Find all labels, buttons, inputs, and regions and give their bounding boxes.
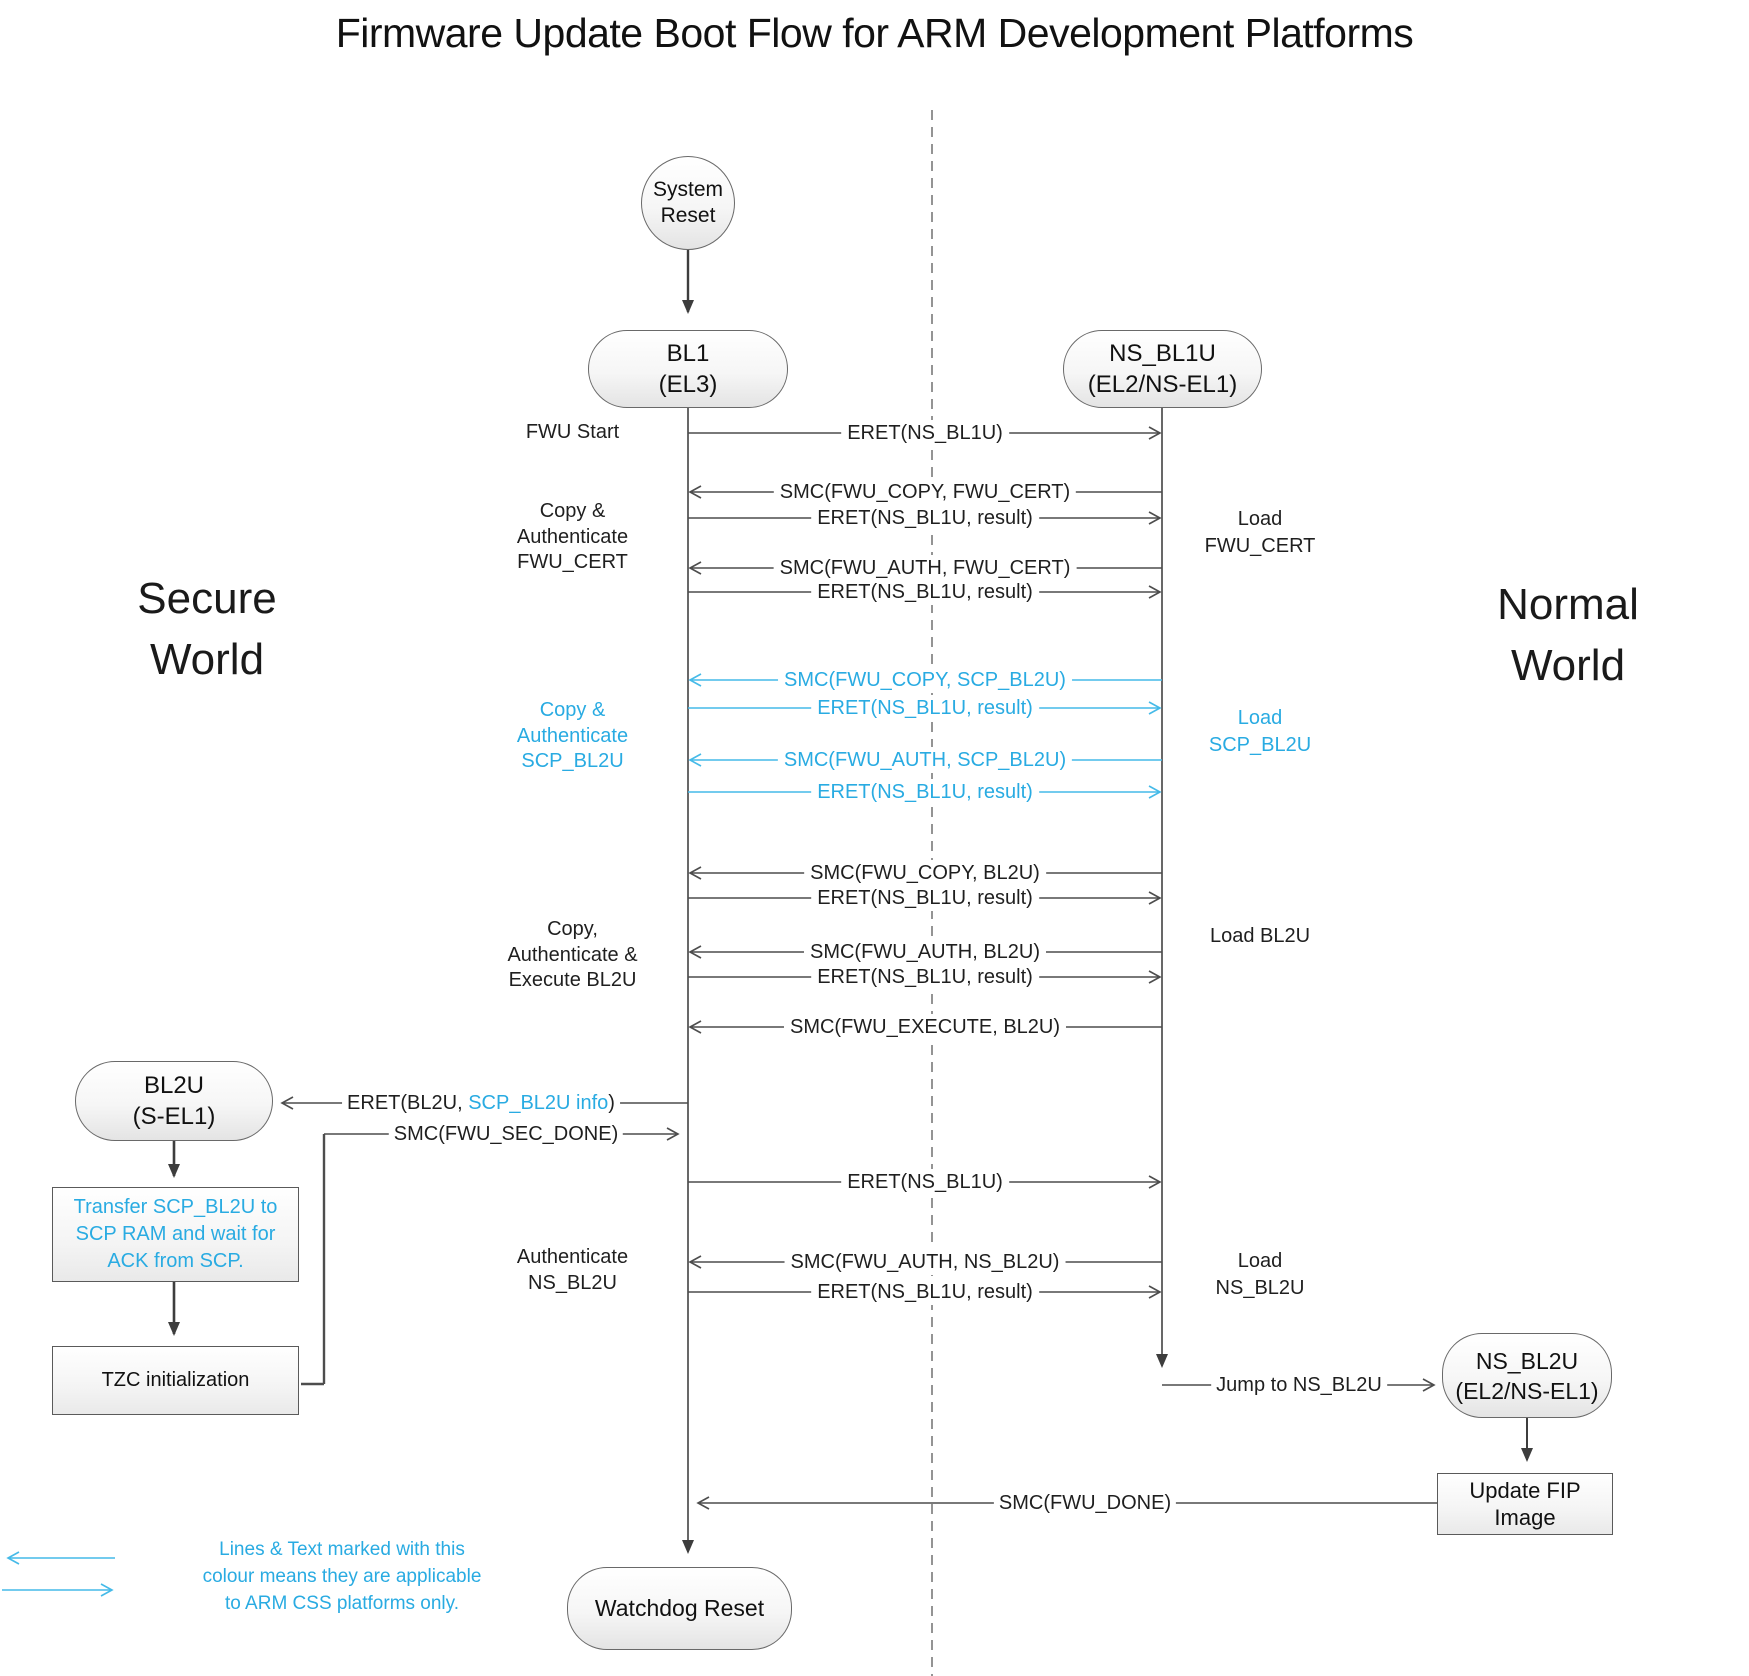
message-label: ERET(NS_BL1U, result) [811, 779, 1039, 805]
legend-text: Lines & Text marked with this colour mea… [202, 1539, 482, 1614]
load-label-bl2u: Load BL2U [1209, 925, 1311, 947]
message-label: SMC(FWU_COPY, BL2U) [804, 860, 1046, 886]
message-label: ERET(NS_BL1U, result) [811, 505, 1039, 531]
load-label-ns-bl2u: Load NS_BL2U [1215, 1250, 1305, 1299]
message-label: ERET(NS_BL1U, result) [811, 885, 1039, 911]
eret-bl2u-label: ERET(BL2U, SCP_BL2U info) [342, 1090, 620, 1116]
stage-label-copy-auth-exec-bl2u: Copy, Authenticate & Execute BL2U [507, 918, 638, 991]
bl1-node: BL1 (EL3) [588, 330, 788, 408]
normal-world-label: Normal World [1497, 580, 1639, 690]
message-label: ERET(NS_BL1U) [841, 1169, 1009, 1195]
message-label: SMC(FWU_AUTH, NS_BL2U) [784, 1249, 1066, 1275]
tzc-init-box: TZC initialization [52, 1346, 299, 1415]
message-label: ERET(NS_BL1U) [841, 420, 1009, 446]
message-label: ERET(NS_BL1U, result) [811, 695, 1039, 721]
message-label: ERET(NS_BL1U, result) [811, 1279, 1039, 1305]
message-label: SMC(FWU_EXECUTE, BL2U) [783, 1014, 1067, 1040]
stage-label-copy-auth-scp-bl2u: Copy & Authenticate SCP_BL2U [516, 699, 629, 772]
smc-sec-done-label: SMC(FWU_SEC_DONE) [388, 1121, 624, 1147]
stage-label-copy-auth-fwu-cert: Copy & Authenticate FWU_CERT [516, 500, 629, 573]
message-label: SMC(FWU_AUTH, SCP_BL2U) [777, 747, 1073, 773]
stage-label-fwu-start: FWU Start [525, 421, 620, 443]
message-label: SMC(FWU_AUTH, BL2U) [803, 939, 1047, 965]
message-label: SMC(FWU_AUTH, FWU_CERT) [773, 555, 1077, 581]
watchdog-reset-node: Watchdog Reset [567, 1567, 792, 1650]
ns-bl1u-node: NS_BL1U (EL2/NS-EL1) [1063, 330, 1262, 408]
load-label-scp-bl2u: Load SCP_BL2U [1208, 707, 1312, 756]
stage-label-auth-ns-bl2u: Authenticate NS_BL2U [516, 1246, 629, 1294]
ns-bl2u-node: NS_BL2U (EL2/NS-EL1) [1442, 1333, 1612, 1418]
load-label-fwu-cert: Load FWU_CERT [1204, 508, 1316, 557]
message-label: ERET(NS_BL1U, result) [811, 964, 1039, 990]
message-label: SMC(FWU_COPY, SCP_BL2U) [778, 667, 1072, 693]
update-fip-box: Update FIP Image [1437, 1473, 1613, 1535]
message-label: SMC(FWU_COPY, FWU_CERT) [773, 479, 1077, 505]
secure-world-label: Secure World [137, 574, 277, 684]
bl2u-node: BL2U (S-EL1) [75, 1061, 273, 1141]
message-label: ERET(NS_BL1U, result) [811, 579, 1039, 605]
transfer-scp-box: Transfer SCP_BL2U to SCP RAM and wait fo… [52, 1187, 299, 1282]
page-title: Firmware Update Boot Flow for ARM Develo… [335, 10, 1414, 56]
system-reset-node: System Reset [641, 156, 735, 250]
smc-fwu-done-label: SMC(FWU_DONE) [993, 1490, 1177, 1516]
jump-to-ns-bl2u-label: Jump to NS_BL2U [1211, 1372, 1387, 1398]
